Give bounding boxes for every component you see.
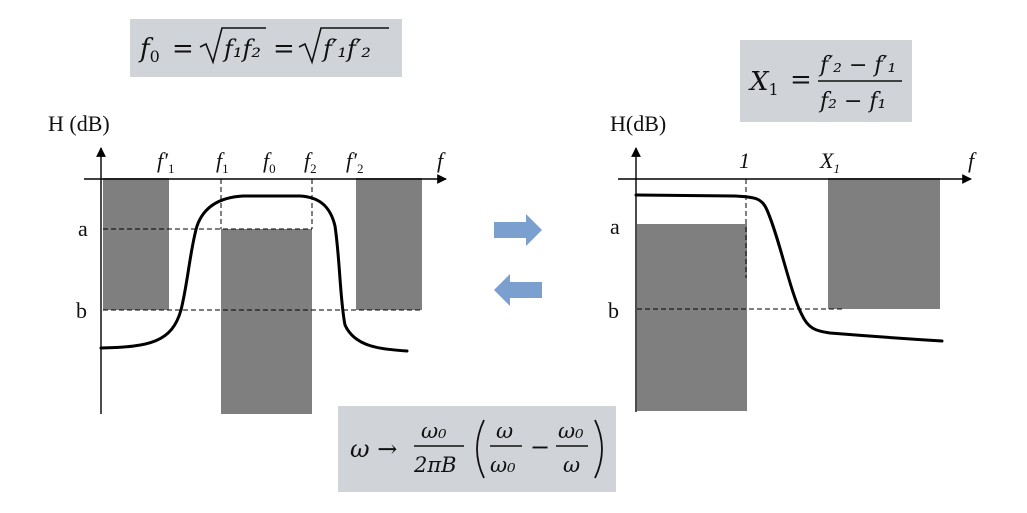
stopband-mask-left: [103, 178, 169, 310]
x1-formula: X1 = f′₂ − f′₁ f₂ − f₁: [740, 40, 912, 122]
svg-text:f′₁f′₂: f′₁f′₂: [321, 35, 371, 63]
svg-text:=: =: [172, 34, 194, 64]
svg-text:−: −: [530, 433, 550, 461]
lowpass-y-label: H(dB): [610, 111, 666, 136]
lowpass-response-curve: [634, 193, 944, 343]
center-frequency-formula: f0 = f₁f₂ = f′₁f′₂: [130, 19, 402, 77]
svg-text:f₁f₂: f₁f₂: [222, 35, 261, 63]
bandpass-x-label: f: [437, 148, 446, 173]
lowpass-level-a: a: [610, 214, 620, 239]
svg-text:ω₀: ω₀: [490, 453, 516, 477]
bandpass-y-label: H (dB): [48, 111, 110, 136]
frequency-transform-formula: ω → ω₀ 2πB ω ω₀ − ω₀ ω: [338, 406, 616, 492]
svg-text:=: =: [273, 34, 295, 64]
svg-text:2πB: 2πB: [413, 453, 457, 477]
tick-f1: f1: [216, 148, 229, 176]
right-arrow-icon: [494, 214, 542, 246]
bandpass-tick-labels: f′1 f1 f0 f2 f′2: [157, 148, 363, 176]
tick-f2-prime: f′2: [346, 148, 363, 176]
lowpass-level-b: b: [608, 298, 619, 323]
svg-text:f₂ − f₁: f₂ − f₁: [818, 89, 886, 114]
svg-text:f′₂ − f′₁: f′₂ − f′₁: [818, 53, 896, 78]
bandpass-response-curve: [99, 194, 409, 353]
svg-text:ω →: ω →: [350, 435, 397, 463]
svg-text:X1: X1: [748, 67, 779, 99]
bandpass-level-b: b: [76, 298, 87, 323]
svg-text:ω: ω: [563, 453, 580, 477]
passband-mask: [221, 229, 312, 414]
tick-f0: f0: [263, 148, 276, 176]
bandpass-plot: H (dB) a b f′1 f1 f0 f2 f′2 f: [48, 111, 447, 414]
tick-one: 1: [739, 148, 750, 173]
stopband-mask-lowpass: [828, 178, 940, 309]
bandpass-level-a: a: [78, 216, 88, 241]
lowpass-x-label: f: [968, 148, 977, 173]
svg-text:=: =: [790, 65, 812, 95]
stopband-mask-right: [356, 178, 422, 310]
lowpass-plot: H(dB) a b 1 X1 f: [608, 111, 977, 412]
svg-text:ω₀: ω₀: [558, 419, 584, 443]
passband-mask-lowpass: [637, 224, 747, 411]
svg-text:ω: ω: [496, 419, 513, 443]
tick-f1-prime: f′1: [157, 148, 174, 176]
left-arrow-icon: [494, 274, 542, 306]
tick-x1: X1: [819, 148, 840, 176]
svg-text:ω₀: ω₀: [421, 419, 447, 443]
tick-f2: f2: [304, 148, 317, 176]
